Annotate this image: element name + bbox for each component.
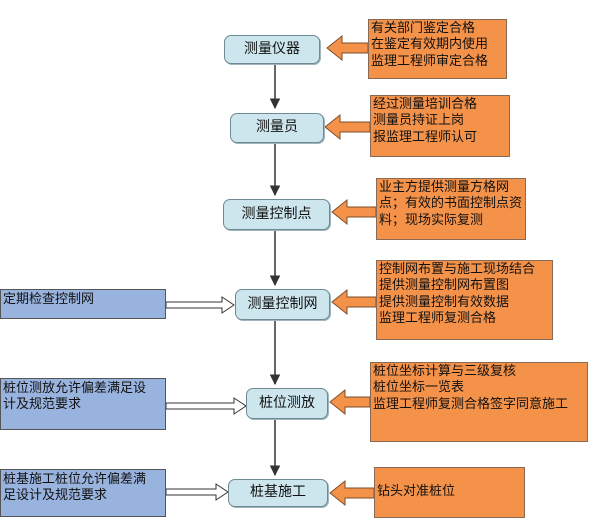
note-instrument: 有关部门鉴定合格 在鉴定有效期内使用 监理工程师审定合格 xyxy=(368,19,507,79)
step-label: 测量员 xyxy=(256,119,298,136)
step-measuring-instrument: 测量仪器 xyxy=(224,35,320,64)
step-pile-layout: 桩位测放 xyxy=(246,388,328,419)
left-arrow xyxy=(165,483,229,501)
note-control-point: 业主方提供测量方格网 点；有效的书面控制点资 料；现场实际复测 xyxy=(376,178,526,240)
step-pile-construction: 桩基施工 xyxy=(228,479,328,507)
note-control-network: 控制网布置与施工现场结合 提供测量控制网布置图 提供测量控制有效数据 监理工程师… xyxy=(376,260,553,340)
step-label: 桩基施工 xyxy=(250,484,306,501)
left-note-construction-tolerance: 桩基施工桩位允许偏差满 足设计及规范要求 xyxy=(0,469,166,517)
note-arrow xyxy=(331,288,377,316)
left-note-layout-tolerance: 桩位测放允许偏差满足设 计及规范要求 xyxy=(0,378,166,430)
note-arrow xyxy=(329,388,371,416)
left-note-network-check: 定期检查控制网 xyxy=(0,289,166,319)
step-label: 桩位测放 xyxy=(259,394,315,411)
note-arrow xyxy=(326,34,369,62)
note-surveyor: 经过测量培训合格 测量员持证上岗 报监理工程师认可 xyxy=(370,95,510,157)
step-label: 测量控制网 xyxy=(247,295,318,312)
note-arrow xyxy=(331,198,377,226)
note-pile-construction: 钻头对准桩位 xyxy=(374,467,525,518)
step-control-network: 测量控制网 xyxy=(235,289,330,320)
step-label: 测量控制点 xyxy=(241,205,312,222)
note-arrow xyxy=(329,479,375,507)
step-control-point: 测量控制点 xyxy=(223,199,330,230)
left-arrow xyxy=(165,397,247,415)
note-arrow xyxy=(324,113,371,141)
note-pile-layout: 桩位坐标计算与三级复核 桩位坐标一览表 监理工程师复测合格签字同意施工 xyxy=(370,362,588,442)
step-label: 测量仪器 xyxy=(244,40,300,57)
step-surveyor: 测量员 xyxy=(230,113,324,143)
left-arrow xyxy=(165,296,235,314)
